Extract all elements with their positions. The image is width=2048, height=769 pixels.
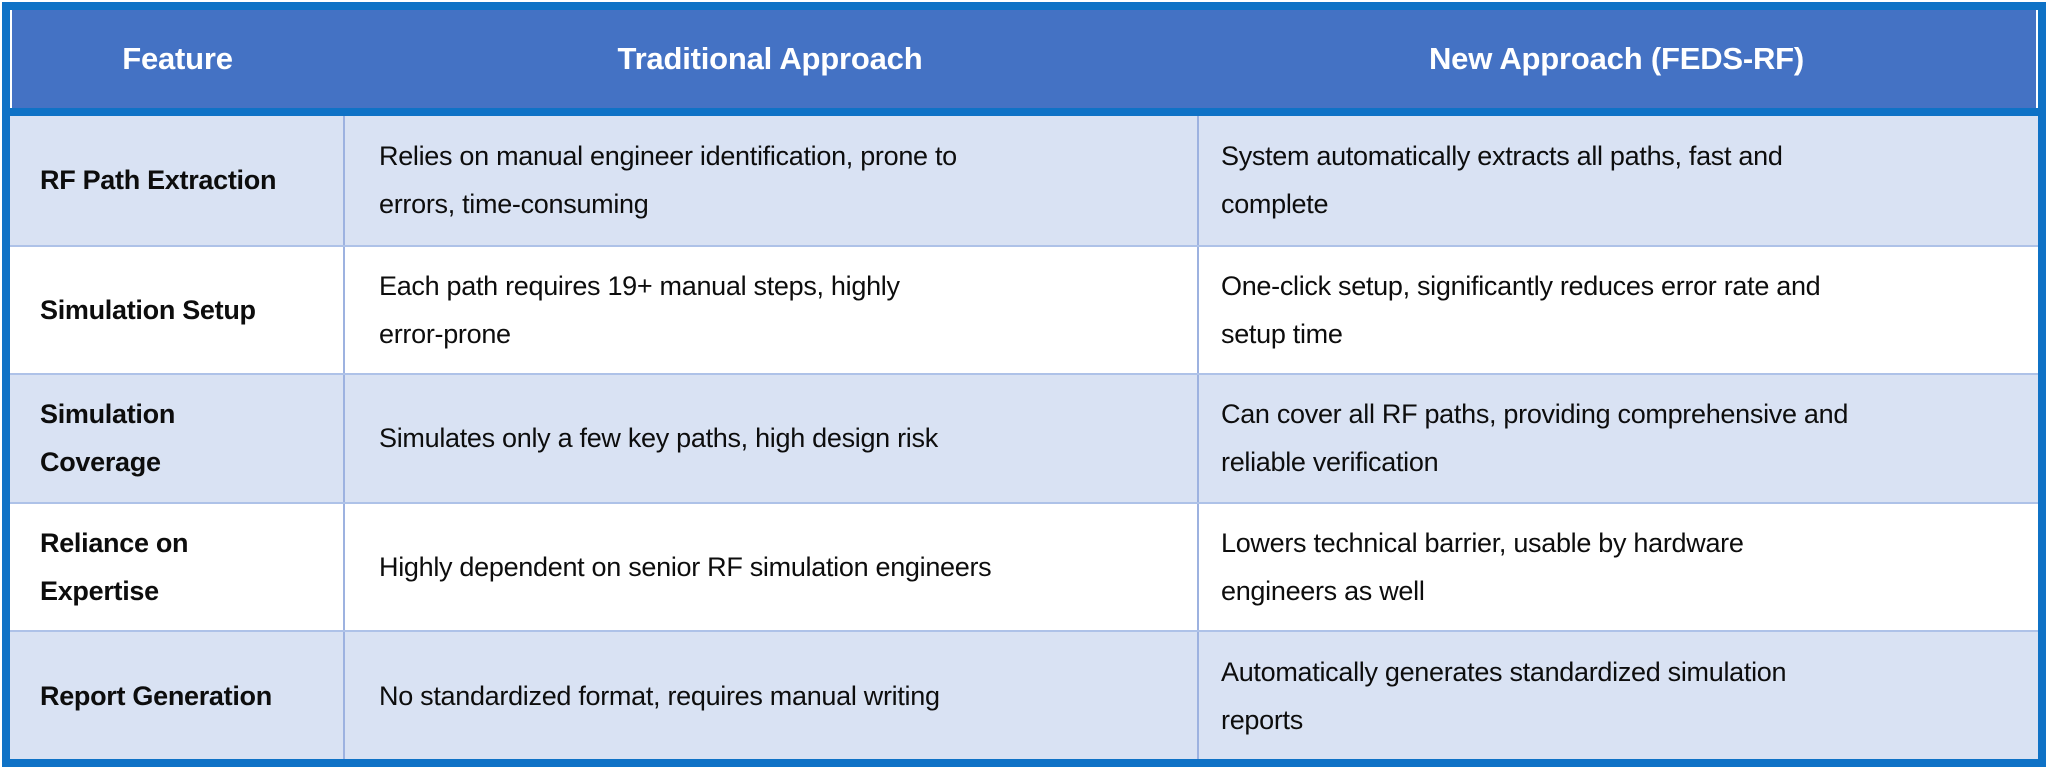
feature-cell: Simulation Coverage xyxy=(40,399,176,478)
table-row: RF Path Extraction Relies on manual engi… xyxy=(10,116,2038,245)
traditional-approach-cell: Each path requires 19+ manual steps, hig… xyxy=(343,246,1197,374)
traditional-approach-cell: Simulates only a few key paths, high des… xyxy=(343,375,1197,502)
traditional-approach-cell: No standardized format, requires manual … xyxy=(343,632,1197,759)
feature-cell: RF Path Extraction xyxy=(40,165,277,196)
new-approach-cell: System automatically extracts all paths,… xyxy=(1197,116,2038,245)
column-header-feature: Feature xyxy=(122,41,233,76)
table-body: RF Path Extraction Relies on manual engi… xyxy=(10,116,2038,759)
new-approach-cell: One-click setup, significantly reduces e… xyxy=(1197,246,2038,374)
new-approach-cell: Lowers technical barrier, usable by hard… xyxy=(1197,503,2038,631)
column-header-traditional-approach: Traditional Approach xyxy=(617,41,923,76)
feature-cell: Simulation Setup xyxy=(40,294,256,325)
column-header-new-approach: New Approach (FEDS-RF) xyxy=(1428,41,1805,76)
traditional-approach-cell: Highly dependent on senior RF simulation… xyxy=(343,503,1197,631)
new-approach-cell: Automatically generates standardized sim… xyxy=(1197,632,2038,759)
table-row: Reliance on Expertise Highly dependent o… xyxy=(10,501,2038,631)
traditional-approach-cell: Relies on manual engineer identification… xyxy=(343,116,1197,245)
new-approach-cell: Can cover all RF paths, providing compre… xyxy=(1197,375,2038,502)
header-separator xyxy=(10,108,2038,116)
table-row: Simulation Setup Each path requires 19+ … xyxy=(10,244,2038,374)
table-row: Simulation Coverage Simulates only a few… xyxy=(10,373,2038,502)
table-header-row: Feature Traditional Approach New Approac… xyxy=(12,10,2036,108)
table-row: Report Generation No standardized format… xyxy=(10,630,2038,759)
feature-cell: Report Generation xyxy=(40,680,272,711)
feature-cell: Reliance on Expertise xyxy=(40,528,189,607)
